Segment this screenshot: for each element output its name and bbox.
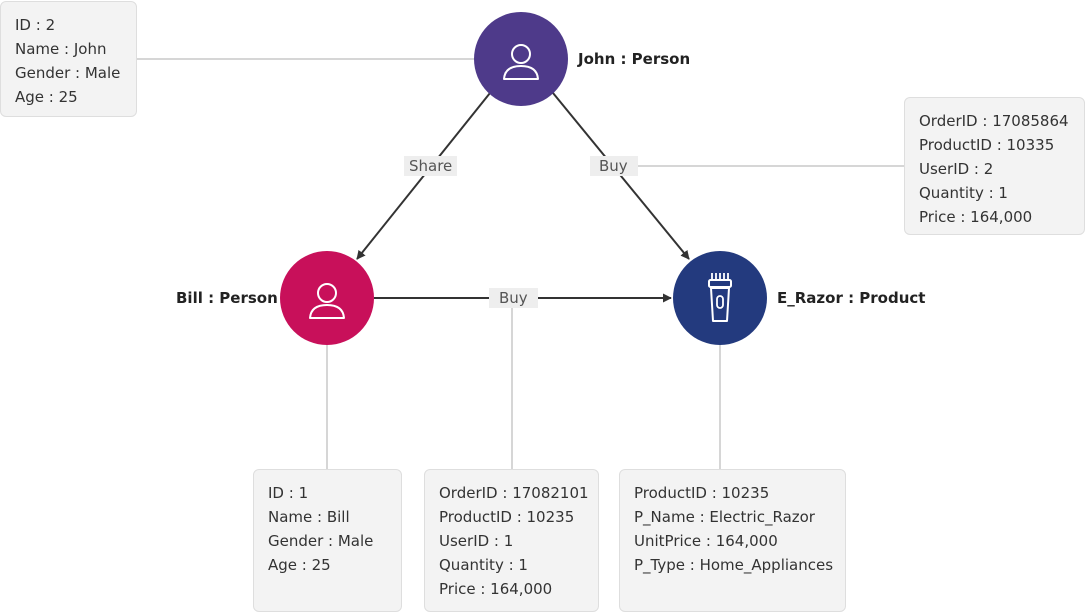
property-row: UserID : 1 (439, 532, 514, 550)
property-row: Quantity : 1 (439, 556, 528, 574)
property-row: ProductID : 10335 (919, 136, 1055, 154)
e-razor-product-node-label: E_Razor : Product (777, 289, 926, 307)
person-icon (309, 283, 345, 319)
property-row: Gender : Male (15, 64, 121, 82)
john-properties-card: ID : 2 Name : John Gender : Male Age : 2… (0, 1, 137, 117)
e-razor-product-node[interactable] (673, 251, 767, 345)
john-person-node-label: John : Person (578, 50, 691, 68)
share-edge-label: Share (404, 156, 458, 176)
property-row: OrderID : 17085864 (919, 112, 1069, 130)
property-row: Gender : Male (268, 532, 374, 550)
person-icon (503, 44, 539, 80)
property-row: ID : 2 (15, 16, 56, 34)
property-row: ProductID : 10235 (439, 508, 575, 526)
bill-buy-properties-card: OrderID : 17082101 ProductID : 10235 Use… (424, 469, 599, 612)
property-row: Age : 25 (15, 88, 78, 106)
property-row: Age : 25 (268, 556, 331, 574)
share-edge (356, 92, 491, 260)
property-row: P_Name : Electric_Razor (634, 508, 815, 526)
e-razor-properties-card: ProductID : 10235 P_Name : Electric_Razo… (619, 469, 846, 612)
property-row: UnitPrice : 164,000 (634, 532, 778, 550)
john-buy-edge (552, 92, 690, 260)
property-row: OrderID : 17082101 (439, 484, 589, 502)
property-row: Price : 164,000 (439, 580, 553, 598)
bill-buy-edge-label: Buy (489, 288, 538, 308)
bill-properties-card: ID : 1 Name : Bill Gender : Male Age : 2… (253, 469, 402, 612)
property-row: Price : 164,000 (919, 208, 1033, 226)
property-row: ProductID : 10235 (634, 484, 770, 502)
property-row: P_Type : Home_Appliances (634, 556, 834, 574)
john-buy-edge-label: Buy (590, 156, 638, 176)
property-row: Name : Bill (268, 508, 350, 526)
razor-icon (708, 273, 732, 322)
bill-person-node-label: Bill : Person (176, 289, 278, 307)
john-person-node[interactable] (474, 12, 568, 106)
property-row: Quantity : 1 (919, 184, 1008, 202)
bill-person-node[interactable] (280, 251, 374, 345)
property-row: ID : 1 (268, 484, 309, 502)
john-buy-properties-card: OrderID : 17085864 ProductID : 10335 Use… (904, 97, 1085, 235)
property-row: UserID : 2 (919, 160, 994, 178)
property-row: Name : John (15, 40, 107, 58)
